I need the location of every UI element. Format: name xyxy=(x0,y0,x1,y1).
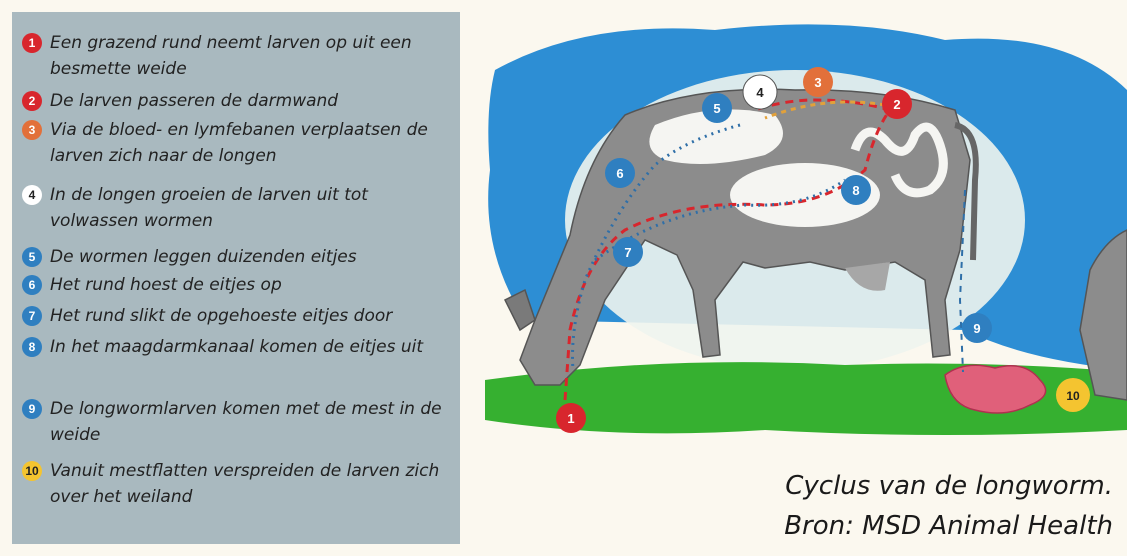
step-6-text: Het rund hoest de eitjes op xyxy=(50,272,455,298)
marker-9: 9 xyxy=(962,313,992,343)
step-9-text: De longwormlarven komen met de mest in d… xyxy=(50,396,455,448)
step-6-badge: 6 xyxy=(22,275,42,295)
step-2-badge: 2 xyxy=(22,91,42,111)
marker-2: 2 xyxy=(882,89,912,119)
marker-7: 7 xyxy=(613,237,643,267)
legend-item-3: 3 Via de bloed- en lymfebanen verplaatse… xyxy=(22,117,462,169)
step-4-text: In de longen groeien de larven uit tot v… xyxy=(50,182,455,234)
step-1-badge: 1 xyxy=(22,33,42,53)
step-10-badge: 10 xyxy=(22,461,42,481)
legend-item-7: 7 Het rund slikt de opgehoeste eitjes do… xyxy=(22,303,462,329)
svg-text:1: 1 xyxy=(567,411,574,426)
step-8-badge: 8 xyxy=(22,337,42,357)
svg-text:2: 2 xyxy=(893,97,900,112)
legend-item-8: 8 In het maagdarmkanaal komen de eitjes … xyxy=(22,334,462,360)
step-2-text: De larven passeren de darmwand xyxy=(50,88,455,114)
svg-text:7: 7 xyxy=(624,245,631,260)
legend-item-6: 6 Het rund hoest de eitjes op xyxy=(22,272,462,298)
caption-source: Bron: MSD Animal Health xyxy=(784,506,1113,546)
legend-item-5: 5 De wormen leggen duizenden eitjes xyxy=(22,244,462,270)
svg-text:3: 3 xyxy=(814,75,821,90)
step-3-badge: 3 xyxy=(22,120,42,140)
legend-item-4: 4 In de longen groeien de larven uit tot… xyxy=(22,182,462,234)
marker-6: 6 xyxy=(605,158,635,188)
svg-text:6: 6 xyxy=(616,166,623,181)
step-4-badge: 4 xyxy=(22,185,42,205)
svg-text:5: 5 xyxy=(713,101,720,116)
marker-8: 8 xyxy=(841,175,871,205)
legend-item-1: 1 Een grazend rund neemt larven op uit e… xyxy=(22,30,462,82)
step-10-text: Vanuit mestflatten verspreiden de larven… xyxy=(50,458,455,510)
svg-text:8: 8 xyxy=(852,183,859,198)
marker-10: 10 xyxy=(1056,378,1090,412)
step-9-badge: 9 xyxy=(22,399,42,419)
legend-item-9: 9 De longwormlarven komen met de mest in… xyxy=(22,396,462,448)
caption: Cyclus van de longworm. Bron: MSD Animal… xyxy=(784,466,1113,546)
step-5-badge: 5 xyxy=(22,247,42,267)
svg-text:10: 10 xyxy=(1066,389,1080,403)
lifecycle-illustration: 1 2 3 4 5 6 7 8 9 10 xyxy=(465,0,1127,470)
marker-1: 1 xyxy=(556,403,586,433)
marker-5: 5 xyxy=(702,93,732,123)
legend-item-10: 10 Vanuit mestflatten verspreiden de lar… xyxy=(22,458,462,510)
caption-title: Cyclus van de longworm. xyxy=(784,466,1113,506)
step-1-text: Een grazend rund neemt larven op uit een… xyxy=(50,30,455,82)
step-8-text: In het maagdarmkanaal komen de eitjes ui… xyxy=(50,334,455,360)
step-5-text: De wormen leggen duizenden eitjes xyxy=(50,244,455,270)
marker-3: 3 xyxy=(803,67,833,97)
step-7-badge: 7 xyxy=(22,306,42,326)
step-7-text: Het rund slikt de opgehoeste eitjes door xyxy=(50,303,455,329)
legend-item-2: 2 De larven passeren de darmwand xyxy=(22,88,462,114)
step-3-text: Via de bloed- en lymfebanen verplaatsen … xyxy=(50,117,455,169)
marker-4: 4 xyxy=(743,75,777,109)
svg-text:4: 4 xyxy=(756,85,764,100)
svg-text:9: 9 xyxy=(973,321,980,336)
